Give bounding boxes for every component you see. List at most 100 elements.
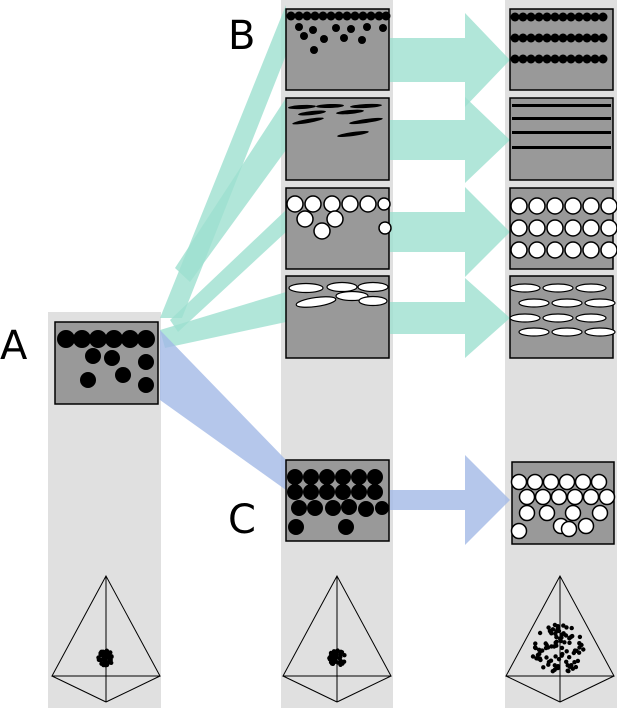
particle xyxy=(551,327,583,337)
particle xyxy=(546,219,564,237)
point xyxy=(573,664,579,670)
point xyxy=(553,631,558,636)
blue-branch xyxy=(160,330,286,490)
particle xyxy=(546,197,564,215)
particle xyxy=(510,197,528,215)
particle xyxy=(560,520,578,538)
point xyxy=(567,655,572,660)
point xyxy=(575,658,581,664)
point xyxy=(533,641,538,646)
particle xyxy=(598,12,608,22)
particle xyxy=(542,12,552,22)
particle xyxy=(550,488,568,506)
point xyxy=(537,656,542,662)
particle xyxy=(542,473,560,491)
particle xyxy=(526,473,544,491)
point xyxy=(554,639,559,644)
arrows xyxy=(390,13,510,545)
particle xyxy=(574,12,584,22)
particle xyxy=(558,33,568,43)
particle xyxy=(526,54,536,64)
particle xyxy=(574,473,592,491)
panel-c3 xyxy=(509,187,617,270)
point xyxy=(556,657,562,662)
panel-c1 xyxy=(509,8,614,91)
point xyxy=(538,648,544,653)
point xyxy=(329,661,335,666)
cluster-b xyxy=(327,648,347,667)
point xyxy=(569,663,574,668)
particle xyxy=(526,12,536,22)
point xyxy=(572,660,577,665)
point xyxy=(544,655,549,660)
point xyxy=(559,632,565,637)
particle xyxy=(574,33,584,43)
particle xyxy=(534,12,544,22)
particle xyxy=(510,54,520,64)
panel-b2 xyxy=(285,97,390,181)
point xyxy=(565,668,570,673)
particle xyxy=(528,219,546,237)
particle xyxy=(510,241,528,259)
particle xyxy=(590,473,608,491)
point xyxy=(555,665,560,671)
particle xyxy=(518,54,528,64)
particle xyxy=(582,219,600,237)
point xyxy=(341,659,347,664)
point xyxy=(537,630,543,636)
point xyxy=(550,627,556,632)
particle xyxy=(575,313,607,323)
point xyxy=(541,665,546,670)
point xyxy=(560,651,565,657)
particle xyxy=(600,197,617,215)
particle xyxy=(534,54,544,64)
particle xyxy=(584,327,616,337)
particle xyxy=(575,283,607,293)
particle xyxy=(590,54,600,64)
point xyxy=(577,634,583,640)
panel-b3 xyxy=(285,187,392,270)
point xyxy=(334,650,339,655)
point xyxy=(564,649,569,654)
particle xyxy=(518,488,536,506)
particle xyxy=(582,12,592,22)
pyramid-a xyxy=(51,574,161,703)
point xyxy=(534,656,539,661)
point xyxy=(549,644,554,649)
point xyxy=(333,659,338,664)
point xyxy=(581,647,586,652)
point xyxy=(342,653,347,658)
particle xyxy=(538,504,556,522)
particle xyxy=(598,488,616,506)
particle xyxy=(510,522,528,540)
particle xyxy=(509,283,541,293)
point xyxy=(553,654,558,659)
particle xyxy=(558,12,568,22)
particle xyxy=(518,327,550,337)
particle xyxy=(590,12,600,22)
particle xyxy=(600,241,617,259)
teal-branches xyxy=(160,5,286,348)
particle xyxy=(584,298,616,308)
panel-a xyxy=(54,321,159,405)
particle xyxy=(542,283,574,293)
particle xyxy=(546,241,564,259)
point xyxy=(546,625,551,630)
point xyxy=(328,650,334,656)
point xyxy=(567,640,572,645)
particle xyxy=(590,33,600,43)
point xyxy=(554,634,559,640)
point xyxy=(559,645,565,651)
particle xyxy=(518,298,550,308)
point xyxy=(565,663,570,668)
point xyxy=(552,622,558,628)
panel-b5 xyxy=(285,459,390,542)
particle xyxy=(528,241,546,259)
point xyxy=(106,655,111,661)
particle xyxy=(564,197,582,215)
particle xyxy=(510,219,528,237)
particle xyxy=(582,488,600,506)
point xyxy=(562,640,567,645)
point xyxy=(102,654,107,659)
